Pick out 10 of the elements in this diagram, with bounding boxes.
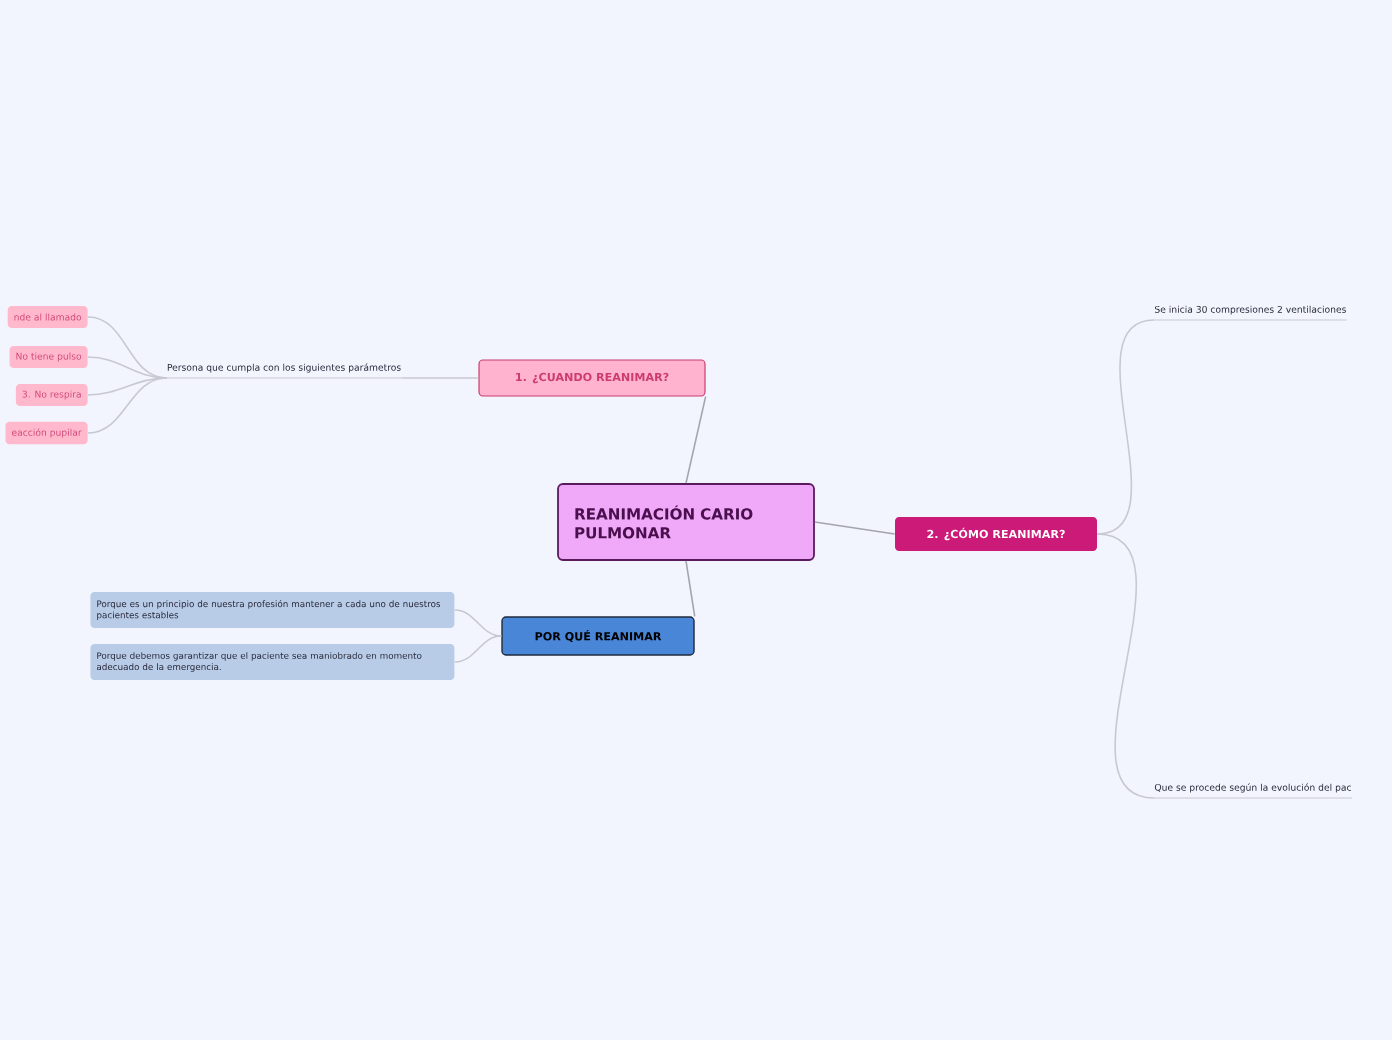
connector-line bbox=[685, 560, 696, 618]
connector-line bbox=[87, 377, 168, 396]
connector-line bbox=[1096, 533, 1155, 799]
connector-line bbox=[454, 635, 503, 663]
connector-line bbox=[685, 395, 707, 484]
connector-line bbox=[454, 609, 503, 637]
connector-line bbox=[814, 521, 896, 535]
connector-line bbox=[87, 377, 168, 434]
connector-line bbox=[1096, 319, 1155, 535]
connector-line bbox=[400, 377, 480, 379]
